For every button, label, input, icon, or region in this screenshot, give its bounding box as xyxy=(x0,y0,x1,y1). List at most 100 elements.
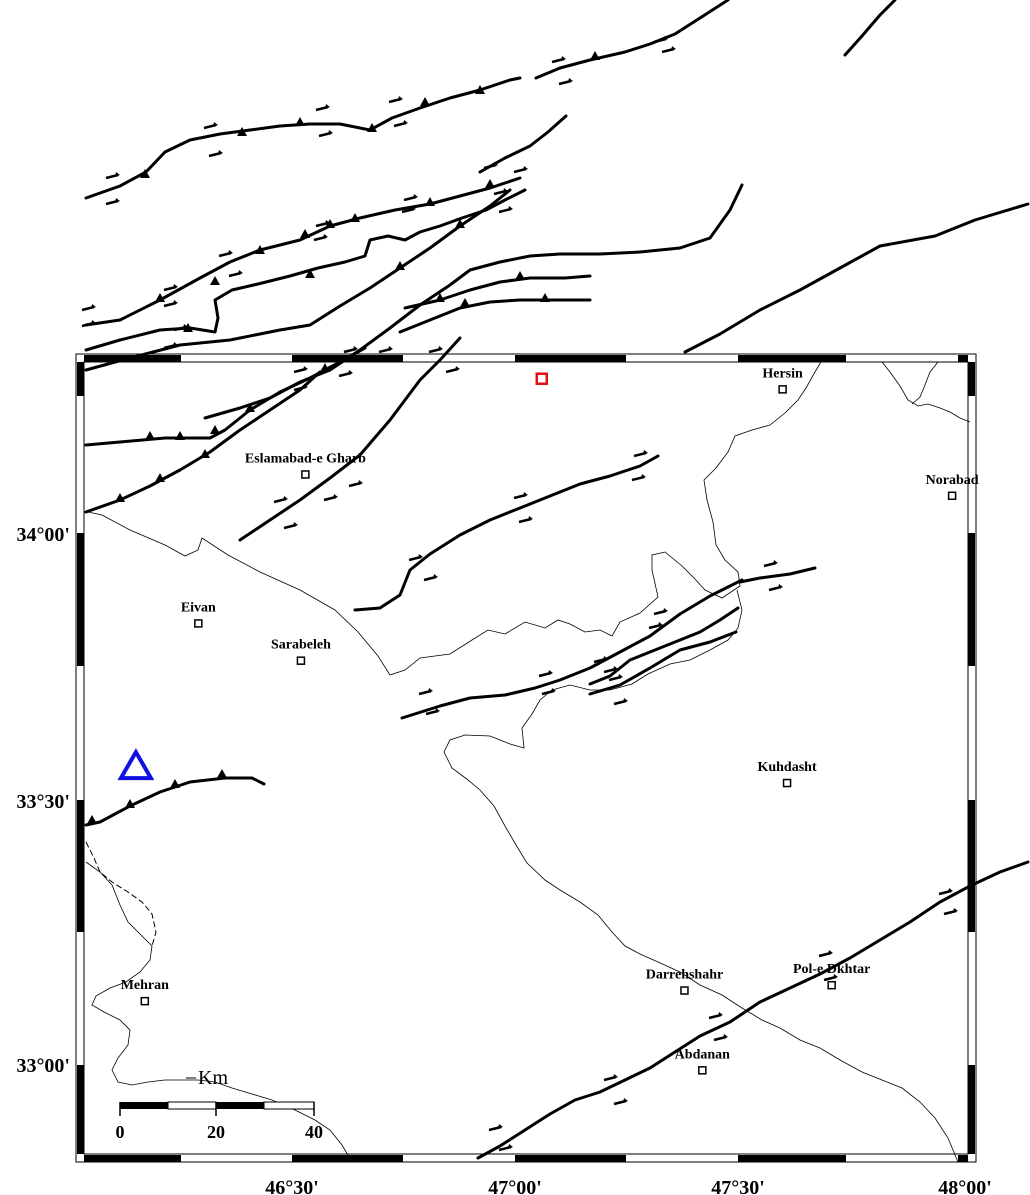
frame-band xyxy=(968,1065,975,1154)
frame-band xyxy=(515,1155,626,1162)
thrust-tooth xyxy=(320,363,330,372)
city-marker xyxy=(296,656,306,665)
fault-line xyxy=(84,370,322,514)
slip-arrowhead xyxy=(388,346,393,351)
city-marker xyxy=(680,986,689,995)
city-marker xyxy=(782,778,792,788)
thrust-tooth xyxy=(170,779,180,788)
scale-segment xyxy=(216,1102,264,1109)
frame-band xyxy=(77,1065,84,1154)
slip-arrowhead xyxy=(438,346,443,351)
thrust-tooth xyxy=(455,219,465,228)
frame-ticks xyxy=(77,355,975,1162)
slip-arrowhead xyxy=(551,688,556,693)
slip-arrowhead xyxy=(718,1012,723,1017)
slip-arrowhead xyxy=(325,220,330,225)
thrust-tooth xyxy=(540,293,550,302)
slip-arrowhead xyxy=(283,496,288,501)
slip-arrowhead xyxy=(568,78,573,83)
city-marker xyxy=(140,996,150,1006)
slip-arrowhead xyxy=(293,522,298,527)
fault-line xyxy=(588,630,738,696)
thrust-tooth xyxy=(460,298,470,307)
city-label: Norabad xyxy=(926,473,979,488)
frame-inner xyxy=(83,361,969,1155)
thrust-tooth xyxy=(140,169,150,178)
province-border xyxy=(881,361,971,423)
scale-segment xyxy=(167,1101,217,1110)
frame-outer xyxy=(75,353,977,1163)
frame-band xyxy=(84,355,181,362)
city-label: Sarabeleh xyxy=(271,638,331,653)
slip-arrowhead xyxy=(523,166,528,171)
slip-arrowhead xyxy=(528,516,533,521)
slip-arrowhead xyxy=(183,324,188,329)
city: Norabad xyxy=(926,473,979,501)
scale-segment xyxy=(263,1101,315,1110)
fault-line xyxy=(203,183,744,420)
city-marker xyxy=(194,619,203,628)
x-tick-label: 46°30' xyxy=(265,1177,319,1195)
fault-line xyxy=(398,298,592,334)
country-border xyxy=(85,861,353,1163)
slip-arrowhead xyxy=(328,130,333,135)
fault-line xyxy=(353,454,660,612)
city-marker xyxy=(827,980,836,990)
city-label: Eivan xyxy=(181,600,216,615)
thrust-tooth xyxy=(245,403,255,412)
fault-line xyxy=(588,606,740,686)
city-marker xyxy=(698,1066,707,1075)
frame-band xyxy=(77,533,84,666)
slip-arrowhead xyxy=(828,950,833,955)
faults xyxy=(84,0,1030,1160)
x-tick-label: 47°30' xyxy=(711,1177,765,1195)
slip-arrowhead xyxy=(348,370,353,375)
frame-band xyxy=(968,362,975,396)
province-border-dashed xyxy=(85,841,157,947)
slip-arrowhead xyxy=(303,384,308,389)
thrust-tooth xyxy=(420,97,430,106)
city: Darrehshahr xyxy=(646,968,724,995)
fault-line xyxy=(84,76,522,200)
triangle-marker xyxy=(117,748,155,781)
fault-line xyxy=(476,860,1030,1160)
city-label: Eslamabad-e Gharb xyxy=(245,451,366,466)
frame-band xyxy=(292,355,403,362)
thrust-tooth xyxy=(367,123,377,132)
city-label: Abdanan xyxy=(675,1047,730,1062)
city-marker xyxy=(778,385,787,394)
square-marker xyxy=(535,372,549,385)
slip-arrowhead xyxy=(91,304,96,309)
province-border xyxy=(911,361,939,405)
thrust-tooth xyxy=(210,276,220,285)
thrust-tooth xyxy=(295,117,305,126)
fault-line xyxy=(84,346,367,447)
thrust-tooth xyxy=(183,323,193,332)
thrust-tooth xyxy=(590,51,600,60)
fault-line xyxy=(534,0,730,80)
slip-arrowhead xyxy=(91,320,96,325)
city-label: Darrehshahr xyxy=(646,968,724,983)
frame-band xyxy=(968,800,975,932)
slip-arrowhead xyxy=(773,560,778,565)
slip-arrowhead xyxy=(418,554,423,559)
slip-arrowhead xyxy=(238,270,243,275)
slip-arrowhead xyxy=(778,584,783,589)
thrust-tooth xyxy=(155,293,165,302)
slip-arrowhead xyxy=(671,46,676,51)
frame-band xyxy=(958,355,968,362)
slip-arrowhead xyxy=(503,188,508,193)
slip-arrowhead xyxy=(411,206,416,211)
thrust-tooth xyxy=(425,197,435,206)
thrust-tooth xyxy=(217,769,227,778)
scale-segment xyxy=(120,1102,168,1109)
province-border xyxy=(87,359,823,676)
boundaries xyxy=(85,359,971,1163)
slip-arrowhead xyxy=(353,346,358,351)
slip-arrowhead xyxy=(548,670,553,675)
slip-arrowhead xyxy=(228,250,233,255)
frame-band xyxy=(738,1155,846,1162)
x-tick-label: 47°00' xyxy=(488,1177,542,1195)
thrust-tooth xyxy=(200,449,210,458)
thrust-tooth xyxy=(255,245,265,254)
